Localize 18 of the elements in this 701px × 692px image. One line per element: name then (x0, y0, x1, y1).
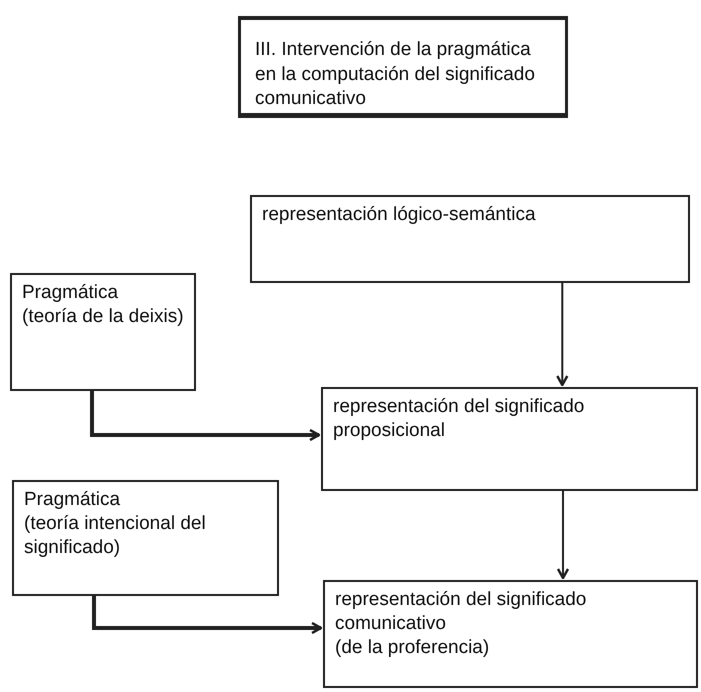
title-box: III. Intervención de la pragmática en la computación del significado comunicativo (238, 16, 568, 118)
process-box (10, 273, 196, 391)
box-text: (de la proferencia) (335, 636, 490, 660)
box-text: (teoría de la deixis) (22, 304, 184, 328)
process-box (323, 580, 698, 688)
arrow (90, 391, 320, 442)
box-text: representación del significado comunicativo (335, 588, 588, 636)
box-text: representación del significado proposicional (333, 395, 586, 442)
box-heading: Pragmática (24, 488, 122, 512)
process-box (12, 480, 279, 596)
box-heading: Pragmática (22, 281, 120, 305)
arrow (556, 283, 569, 386)
process-box (321, 387, 698, 491)
arrow (92, 596, 322, 634)
process-box (250, 195, 690, 283)
arrow (556, 491, 570, 580)
box-text: representación lógico-semántica (262, 203, 537, 227)
box-text: (teoría intencional del significado) (24, 512, 207, 560)
